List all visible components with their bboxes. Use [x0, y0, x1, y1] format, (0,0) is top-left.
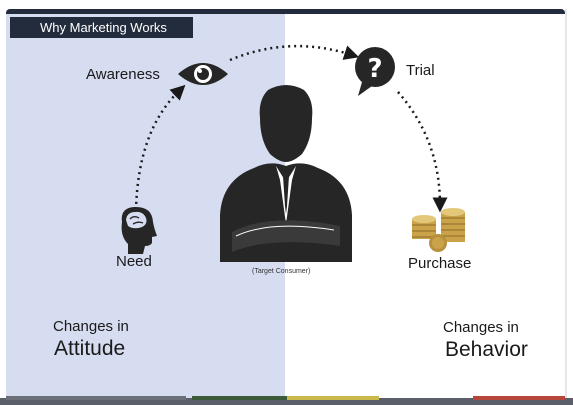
arrow-need-to-awareness	[134, 84, 186, 211]
head-brain-icon	[121, 206, 157, 254]
arrow-awareness-to-trial	[229, 44, 360, 62]
stage-label-awareness: Awareness	[86, 66, 160, 83]
behavior-label-line1: Changes in	[443, 319, 519, 336]
behavior-label-line2: Behavior	[445, 338, 528, 361]
eye-icon	[178, 63, 228, 85]
strip-segment-yellow	[287, 396, 379, 400]
attitude-label-line1: Changes in	[53, 318, 129, 335]
slide-title: Why Marketing Works	[10, 17, 193, 38]
businessman-icon	[220, 85, 352, 262]
bottom-strip	[0, 398, 573, 405]
center-caption: (Target Consumer)	[252, 268, 311, 275]
strip-segment-red	[473, 396, 565, 400]
strip-segment-gray	[6, 396, 186, 400]
slide-right-border	[565, 9, 567, 398]
stage-label-need: Need	[116, 253, 152, 270]
stage-label-trial: Trial	[406, 62, 435, 79]
slide-top-bar	[6, 9, 565, 15]
strip-segment-green	[192, 396, 287, 400]
stage-label-purchase: Purchase	[408, 255, 472, 272]
svg-text:?: ?	[367, 54, 382, 84]
question-bubble-icon: ?	[355, 47, 395, 96]
attitude-label-line2: Attitude	[54, 337, 126, 360]
coins-icon	[412, 208, 465, 252]
arrow-trial-to-purchase	[397, 91, 448, 213]
